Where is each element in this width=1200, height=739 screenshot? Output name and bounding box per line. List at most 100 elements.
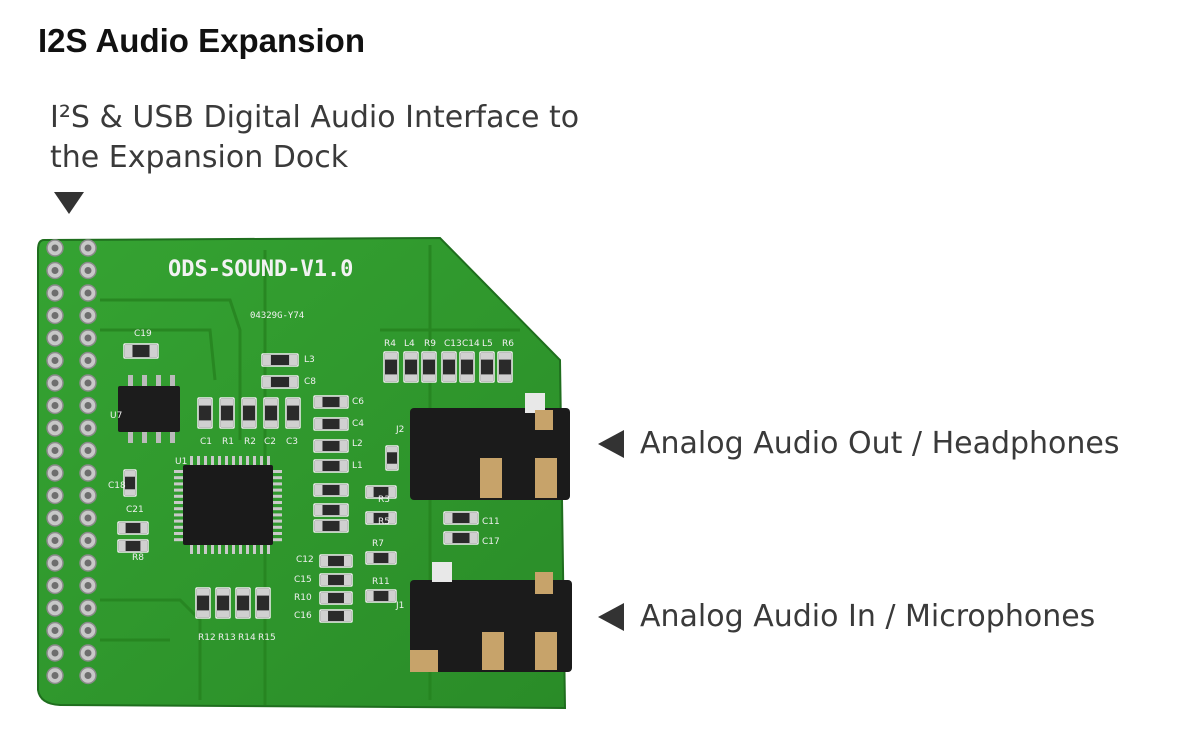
smd-pad [221,399,233,406]
smd-pad [423,353,435,360]
header-pin-hole [51,312,59,319]
dock-interface-callout-line2: the Expansion Dock [50,140,349,175]
chip-lead [260,456,263,465]
chip-lead [273,470,282,473]
chip-lead [273,494,282,498]
chip-lead [174,513,183,517]
header-pin-hole [84,312,92,319]
chip-lead [174,488,183,492]
label-c3: C3 [286,437,298,447]
header-pin-hole [51,582,59,589]
smd-pad [367,553,374,563]
label-l5: L5 [482,339,493,349]
chip-lead [225,545,228,554]
label-l2: L2 [352,439,363,449]
chip-lead [232,545,235,554]
chip-lead [197,545,200,554]
smd-pad [461,353,473,360]
chip-lead [273,538,282,542]
smd-pad [387,447,397,453]
header-pin-hole [84,244,92,252]
smd-pad [140,541,147,551]
header-pin-hole [84,582,92,589]
chip-lead [174,507,183,511]
chip-lead [273,501,282,504]
smd-pad [339,485,347,495]
label-j2: J2 [395,425,404,435]
label-c15: C15 [294,575,312,585]
smd-pad [339,521,347,531]
label-c2: C2 [264,437,276,447]
label-j1: J1 [395,601,404,611]
smd-pad [199,420,211,427]
label-r6: R6 [502,339,514,349]
smd-part [313,417,349,431]
chip-lead [174,538,183,542]
smd-part [123,343,159,359]
smd-pad [469,533,477,543]
smd-part [313,459,349,473]
chip-u1 [183,465,273,545]
component-labels: C19 U7 L3 C8 C6 C4 L2 L1 C1 R1 R2 C2 C3 … [108,329,514,643]
chip-lead [174,494,183,498]
chip-lead [273,532,282,535]
smd-pad [388,591,395,601]
smd-part [261,353,299,367]
label-c6: C6 [352,397,364,407]
smd-pad [405,374,417,381]
smd-part [313,483,349,497]
smd-pad [499,353,511,360]
smd-pad [445,533,453,543]
label-c16: C16 [294,611,312,621]
smd-pad [237,610,249,617]
label-r10: R10 [294,593,312,603]
page-title: I2S Audio Expansion [38,22,365,59]
chip-lead [273,507,282,511]
smd-pad [343,593,351,603]
smd-part [443,511,479,525]
chip-lead [211,456,214,465]
header-pin-hole [51,537,59,544]
label-l4: L4 [404,339,415,349]
smd-part [313,395,349,409]
smd-pad [125,489,135,495]
header-pin-hole [51,267,59,274]
chip-lead [174,482,183,486]
smd-pad [385,374,397,381]
header-pin-hole [84,357,92,364]
header-pin-hole [84,447,92,454]
smd-pad [423,374,435,381]
chip-lead [273,513,282,517]
smd-pad [140,523,147,533]
chip-lead [174,525,183,529]
smd-pad [385,353,397,360]
smd-pad [315,461,323,471]
smd-part [261,375,299,389]
chip-lead [239,456,242,465]
chip-lead [273,525,282,529]
label-c13: C13 [444,339,462,349]
chip-lead [174,532,183,535]
header-pin-hole [51,627,59,634]
smd-pad [339,397,347,407]
chip-lead [253,545,256,554]
header-pin-hole [51,559,59,567]
header-pin-hole [51,357,59,364]
smd-pad [367,487,374,497]
smd-pad [443,353,455,360]
chip-lead [260,545,263,554]
smd-pad [481,374,493,381]
smd-pad [263,377,271,387]
header-pin-hole [51,492,59,499]
chip-lead [211,545,214,554]
label-r11: R11 [372,577,390,587]
header-pin-hole [84,604,92,612]
smd-pad [461,374,473,381]
smd-pad [265,420,277,427]
header-pin-hole [51,289,59,297]
label-c12: C12 [296,555,314,565]
header-pin-hole [51,469,59,477]
smd-pad [125,345,133,357]
header-pin-hole [51,649,59,657]
label-c19: C19 [134,329,152,339]
